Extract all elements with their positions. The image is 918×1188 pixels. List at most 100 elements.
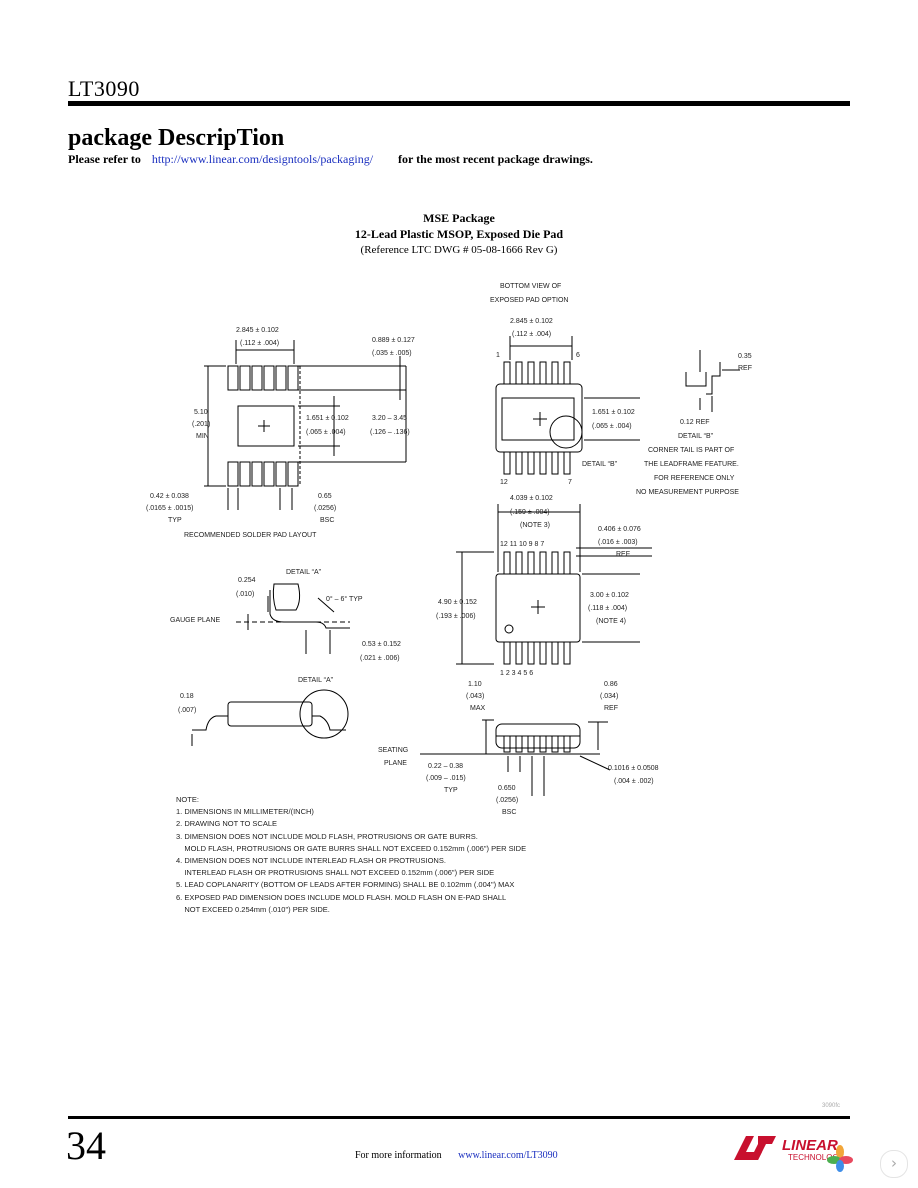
lbl-dim-126: (.126 – .136)	[370, 429, 410, 436]
lbl-dim-035: (.035 ± .005)	[372, 350, 412, 357]
lbl-dim-110: 1.10	[468, 681, 482, 688]
lbl-dim-201: (.201)	[192, 421, 210, 428]
lbl-dim-300: 3.00 ± 0.102	[590, 592, 629, 599]
lbl-pin1: 1	[496, 352, 500, 359]
side-view	[191, 689, 349, 746]
lbl-detail-a-1: DETAIL “A”	[286, 569, 322, 576]
lbl-dim-2845-b: 2.845 ± 0.102	[510, 318, 553, 325]
doc-code: 3090fc	[822, 1103, 841, 1109]
lbl-dim-035ref: 0.35	[738, 353, 752, 360]
footer-product-link[interactable]: www.linear.com/LT3090	[458, 1150, 558, 1161]
logo-text: LINEAR	[782, 1137, 838, 1154]
lbl-dim-112-b: (.112 ± .004)	[512, 331, 551, 338]
lbl-dim-042: 0.42 ± 0.038	[150, 493, 189, 500]
package-reference: (Reference LTC DWG # 05-08-1666 Rev G)	[360, 244, 558, 256]
lbl-top-pins: 12 11 10 9 8 7	[500, 541, 544, 548]
lbl-dim-016: (.016 ± .003)	[598, 539, 638, 546]
front-view	[420, 719, 611, 796]
package-name: MSE Package	[423, 211, 495, 225]
refer-prefix: Please refer to	[68, 152, 141, 166]
note-line: 5. LEAD COPLANARITY (BOTTOM OF LEADS AFT…	[176, 880, 515, 890]
lbl-corner-4: NO MEASUREMENT PURPOSE	[636, 489, 739, 496]
lbl-dim-1651-a: 1.651 ± 0.102	[306, 415, 349, 422]
lbl-dim-086: 0.86	[604, 681, 618, 688]
lbl-ref-c: REF	[604, 705, 618, 712]
lbl-dim-053: 0.53 ± 0.152	[362, 641, 401, 648]
refer-suffix: for the most recent package drawings.	[398, 152, 593, 166]
lbl-ref-a: REF	[738, 365, 752, 372]
page-number: 34	[66, 1123, 106, 1168]
lbl-typ-b: TYP	[444, 787, 458, 794]
lbl-dim-1651-b: 1.651 ± 0.102	[592, 409, 635, 416]
footer-info-prefix: For more information	[355, 1150, 442, 1161]
lbl-dim-043: (.043)	[466, 693, 484, 700]
note-line: 6. EXPOSED PAD DIMENSION DOES INCLUDE MO…	[176, 892, 507, 902]
bottom-view	[495, 336, 740, 475]
lbl-dim-0165: (.0165 ± .0015)	[146, 505, 193, 512]
lbl-dim-118: (.118 ± .004)	[588, 605, 627, 612]
lbl-bottom-view-2: EXPOSED PAD OPTION	[490, 297, 568, 304]
lbl-detail-b-callout: DETAIL “B”	[582, 461, 618, 468]
lbl-dim-010: (.010)	[236, 591, 254, 598]
note-line: 2. DRAWING NOT TO SCALE	[176, 819, 277, 829]
package-description: 12-Lead Plastic MSOP, Exposed Die Pad	[354, 227, 564, 241]
lbl-min: MIN	[196, 433, 209, 440]
lbl-dim-0650: 0.650	[498, 785, 516, 792]
lbl-dim-065-a: (.065 ± .004)	[306, 429, 346, 436]
lbl-dim-320: 3.20 – 3.45	[372, 415, 407, 422]
lbl-dim-0889: 0.889 ± 0.127	[372, 337, 415, 344]
lbl-dim-007: (.007)	[178, 707, 196, 714]
footer-rule	[68, 1116, 850, 1119]
detail-a	[236, 583, 350, 654]
lbl-dim-510: 5.10	[194, 409, 208, 416]
note-line: MOLD FLASH, PROTRUSIONS OR GATE BURRS SH…	[176, 843, 527, 853]
petal-icon	[827, 1145, 853, 1172]
lbl-detail-b-title: DETAIL “B”	[678, 433, 714, 440]
note-line: INTERLEAD FLASH OR PROTRUSIONS SHALL NOT…	[176, 868, 495, 878]
lbl-pin12: 12	[500, 479, 508, 486]
lbl-pin7: 7	[568, 479, 572, 486]
packaging-link[interactable]: http://www.linear.com/designtools/packag…	[151, 152, 374, 166]
lbl-gauge: GAUGE PLANE	[170, 617, 221, 624]
lbl-dim-112: (.112 ± .004)	[240, 340, 279, 347]
section-title: package DescripTion	[68, 125, 285, 151]
lbl-dim-0406: 0.406 ± 0.076	[598, 526, 641, 533]
lbl-corner-2: THE LEADFRAME FEATURE.	[644, 461, 739, 468]
lbl-detail-a-2: DETAIL “A”	[298, 677, 334, 684]
lbl-seating-2: PLANE	[384, 760, 407, 767]
lbl-dim-0256-b: (.0256)	[496, 797, 518, 804]
lbl-dim-0254: 0.254	[238, 577, 256, 584]
lbl-bsc-a: BSC	[320, 517, 334, 524]
lbl-dim-021: (.021 ± .006)	[360, 655, 400, 662]
lbl-dim-022: 0.22 – 0.38	[428, 763, 463, 770]
refer-line: Please refer to http://www.linear.com/de…	[68, 152, 593, 167]
lbl-dim-01016: 0.1016 ± 0.0508	[608, 765, 659, 772]
notes: NOTE: 1. DIMENSIONS IN MILLIMETER/(INCH)…	[176, 794, 526, 916]
lbl-dim-018: 0.18	[180, 693, 194, 700]
lbl-dim-193: (.193 ± .006)	[436, 613, 476, 620]
lbl-typ-a: TYP	[168, 517, 182, 524]
lbl-seating-1: SEATING	[378, 747, 408, 754]
lbl-dim-0256: (.0256)	[314, 505, 336, 512]
lbl-angle: 0° – 6° TYP	[326, 595, 363, 603]
next-page-icon[interactable]: ›	[880, 1150, 908, 1178]
header-title: LT3090	[68, 76, 140, 101]
lbl-dim-2845: 2.845 ± 0.102	[236, 327, 279, 334]
lbl-dim-034: (.034)	[600, 693, 618, 700]
lbl-max: MAX	[470, 705, 486, 712]
top-view	[456, 504, 652, 665]
lbl-corner-3: FOR REFERENCE ONLY	[654, 475, 735, 482]
lbl-dim-012ref: 0.12 REF	[680, 419, 710, 426]
note-line: NOT EXCEED 0.254mm (.010") PER SIDE.	[176, 904, 330, 914]
logo-subtext: TECHNOLOGY	[788, 1153, 845, 1162]
lbl-dim-4039: 4.039 ± 0.102	[510, 495, 553, 502]
note-line: NOTE:	[176, 795, 199, 804]
header-rule	[68, 101, 850, 106]
note-line: 1. DIMENSIONS IN MILLIMETER/(INCH)	[176, 807, 314, 817]
linear-logo: LINEAR TECHNOLOGY	[734, 1136, 853, 1172]
lbl-ref-b: REF	[616, 551, 630, 558]
lbl-recommended: RECOMMENDED SOLDER PAD LAYOUT	[184, 532, 317, 539]
lbl-bottom-view-1: BOTTOM VIEW OF	[500, 283, 561, 290]
lbl-dim-009: (.009 – .015)	[426, 775, 466, 782]
